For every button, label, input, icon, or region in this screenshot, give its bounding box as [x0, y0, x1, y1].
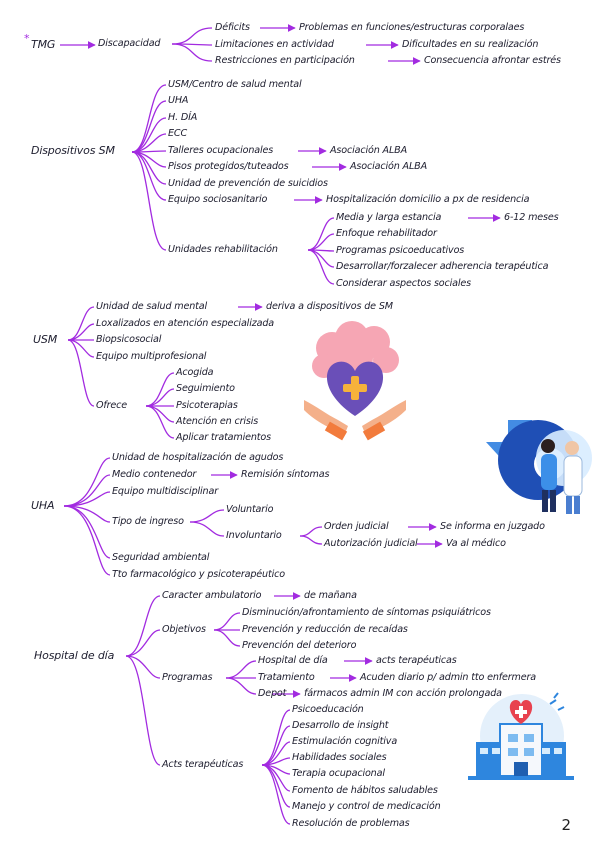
hdia-programas: Programas [162, 672, 213, 683]
hdia-caracter: Caracter ambulatorio [162, 590, 262, 601]
hdia-obj2: Prevención y reducción de recaídas [242, 624, 408, 635]
limitaciones-result: Dificultades en su realización [402, 39, 539, 50]
uha-voluntario: Voluntario [226, 504, 274, 515]
uha-tipo: Tipo de ingreso [112, 516, 184, 527]
hdia-p-depot: Depot [258, 688, 287, 699]
uha-involuntario: Involuntario [226, 530, 282, 541]
hdia-obj1: Disminución/afrontamiento de síntomas ps… [242, 607, 491, 618]
uha-root: UHA [31, 499, 55, 512]
doctor-patient-icon [486, 420, 592, 514]
usm-psicoterapias: Psicoterapias [176, 400, 238, 411]
usm-equipo: Equipo multiprofesional [96, 351, 207, 362]
disp-considerar: Considerar aspectos sociales [336, 278, 471, 289]
disp-enfoque: Enfoque rehabilitador [336, 228, 437, 239]
uha-tto: Tto farmacológico y psicoterapéutico [112, 569, 285, 580]
hdia-root: Hospital de día [34, 649, 115, 662]
deficits-result: Problemas en funciones/estructuras corpo… [299, 22, 525, 33]
hdia-p-depot-result: fármacos admin IM con acción prolongada [304, 688, 502, 699]
uha-equipo: Equipo multidisciplinar [112, 486, 218, 497]
usm-aplicar: Aplicar tratamientos [176, 432, 271, 443]
hdia-p-trat-result: Acuden diario p/ admin tto enfermera [360, 672, 537, 683]
usm-unidad: Unidad de salud mental [96, 301, 208, 312]
uha-autorizacion: Autorización judicial [324, 538, 418, 549]
hdia-act-3: Estimulación cognitiva [292, 736, 398, 747]
brain-heart-hands-icon [304, 321, 406, 441]
limitaciones-node: Limitaciones en actividad [215, 39, 334, 50]
discapacidad-node: Discapacidad [98, 38, 161, 49]
deficits-node: Déficits [215, 22, 250, 33]
restricciones-node: Restricciones en participación [215, 55, 355, 66]
uha-orden-result: Se informa en juzgado [440, 521, 545, 532]
restricciones-result: Consecuencia afrontar estrés [424, 55, 561, 66]
disp-media: Media y larga estancia [336, 212, 442, 223]
hdia-act-7: Manejo y control de medicación [292, 801, 441, 812]
disp-unidades: Unidades rehabilitación [168, 244, 278, 255]
disp-uha: UHA [168, 95, 189, 106]
usm-biopsico: Biopsicosocial [96, 334, 162, 345]
hdia-act-4: Habilidades sociales [292, 752, 387, 763]
usm-seguimiento: Seguimiento [176, 383, 235, 394]
disp-talleres: Talleres ocupacionales [168, 145, 274, 156]
hdia-objetivos: Objetivos [162, 624, 206, 635]
uha-seguridad: Seguridad ambiental [112, 552, 210, 563]
usm-ofrece: Ofrece [96, 400, 128, 411]
disp-desarrollar: Desarrollar/forzalecer adherencia terapé… [336, 261, 549, 272]
usm-acogida: Acogida [176, 367, 214, 378]
disp-usm: USM/Centro de salud mental [168, 79, 302, 90]
disp-hdia: H. DÍA [168, 112, 198, 123]
disp-programas: Programas psicoeducativos [336, 245, 465, 256]
tmg-root: TMG [31, 38, 56, 51]
hdia-caracter-result: de mañana [304, 590, 357, 601]
disp-pisos: Pisos protegidos/tuteados [168, 161, 289, 172]
hdia-p-hosp: Hospital de día [258, 655, 328, 666]
hdia-obj3: Prevención del deterioro [242, 640, 357, 651]
hdia-act-8: Resolución de problemas [292, 818, 410, 829]
disp-suicidio: Unidad de prevención de suicidios [168, 178, 328, 189]
hdia-act-1: Psicoeducación [292, 704, 364, 715]
usm-root: USM [33, 333, 58, 346]
disp-equipo-result: Hospitalización domicilio a px de reside… [326, 194, 530, 205]
uha-autorizacion-result: Va al médico [446, 538, 506, 549]
disp-media-result: 6-12 meses [504, 212, 559, 223]
dispositivos-root: Dispositivos SM [31, 144, 115, 157]
hdia-acts: Acts terapéuticas [162, 759, 244, 770]
disp-talleres-result: Asociación ALBA [330, 145, 407, 156]
usm-atencion: Atención en crisis [176, 416, 259, 427]
uha-medio: Medio contenedor [112, 469, 197, 480]
usm-unidad-result: deriva a dispositivos de SM [266, 301, 393, 312]
hdia-p-hosp-result: acts terapéuticas [376, 655, 457, 666]
hdia-act-2: Desarrollo de insight [292, 720, 389, 731]
disp-pisos-result: Asociación ALBA [350, 161, 427, 172]
tmg-star: * [24, 32, 30, 45]
usm-localizados: Loxalizados en atención especializada [96, 318, 274, 329]
disp-ecc: ECC [168, 128, 188, 139]
hdia-act-5: Terapia ocupacional [292, 768, 385, 779]
page-number: 2 [561, 816, 571, 834]
hdia-p-trat: Tratamiento [258, 672, 315, 683]
hospital-building-icon [468, 692, 574, 780]
uha-medio-result: Remisión síntomas [241, 469, 330, 480]
uha-unidad: Unidad de hospitalización de agudos [112, 452, 284, 463]
uha-orden: Orden judicial [324, 521, 389, 532]
disp-equipo: Equipo sociosanitario [168, 194, 268, 205]
hdia-act-6: Fomento de hábitos saludables [292, 785, 438, 796]
